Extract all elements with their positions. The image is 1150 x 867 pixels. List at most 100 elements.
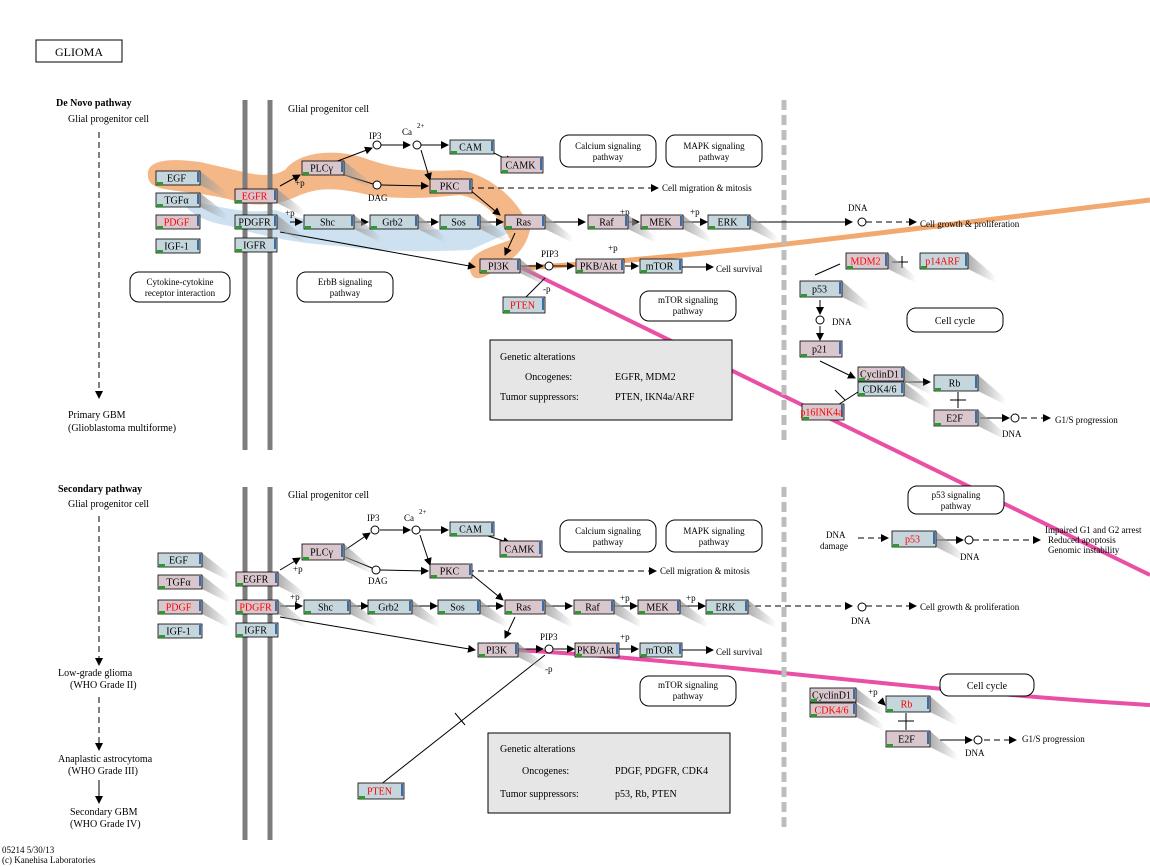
gene-denovo-mdm2[interactable]: MDM2 <box>845 252 916 283</box>
gene-denovo-pkc[interactable]: PKC <box>429 178 473 194</box>
gene-box[interactable] <box>155 170 201 186</box>
gene-box[interactable] <box>799 340 843 358</box>
gene-box[interactable] <box>575 258 625 274</box>
gene-box[interactable] <box>235 599 279 615</box>
mtor-pathway-box[interactable]: mTOR signaling pathway <box>639 290 737 322</box>
gene-box[interactable] <box>504 599 546 615</box>
gene-box[interactable] <box>157 599 203 615</box>
gene-box[interactable] <box>477 642 519 658</box>
gene-box[interactable] <box>809 687 857 703</box>
gene-denovo-cdk4-6[interactable]: CDK4/6 <box>857 381 932 410</box>
gene-box[interactable] <box>502 296 546 314</box>
gene-denovo-igfr[interactable]: IGFR <box>234 237 278 253</box>
gene-box[interactable] <box>157 623 203 639</box>
gene-box[interactable] <box>705 599 749 615</box>
cellcycle-pathway-box[interactable]: Cell cycle <box>906 307 1004 333</box>
gene-secondary-pdgfr[interactable]: PDGFR <box>235 599 306 628</box>
gene-denovo-pdgfr[interactable]: PDGFR <box>234 214 305 243</box>
gene-secondary-shc[interactable]: Shc <box>303 599 378 628</box>
gene-secondary-sos[interactable]: Sos <box>437 599 508 628</box>
gene-box[interactable] <box>637 599 681 615</box>
gene-box[interactable] <box>801 403 845 421</box>
gene-box[interactable] <box>369 214 419 230</box>
gene-denovo-sos[interactable]: Sos <box>439 214 508 243</box>
gene-box[interactable] <box>429 563 473 579</box>
gene-box[interactable] <box>234 237 278 253</box>
gene-denovo-p53[interactable]: p53 <box>799 280 870 311</box>
gene-box[interactable] <box>933 409 979 427</box>
gene-denovo-egf[interactable]: EGF <box>155 170 228 199</box>
gene-secondary-ras[interactable]: Ras <box>504 599 573 628</box>
gene-denovo-plc-[interactable]: PLCγ <box>301 160 372 189</box>
gene-box[interactable] <box>891 530 937 548</box>
calcium-pathway-box[interactable]: Calcium signaling pathway <box>559 134 657 168</box>
gene-denovo-tgf-[interactable]: TGFα <box>155 192 228 221</box>
gene-denovo-p16ink4a[interactable]: p16INK4a <box>800 403 845 421</box>
gene-box[interactable] <box>639 258 683 274</box>
gene-secondary-erk[interactable]: ERK <box>705 599 776 628</box>
gene-secondary-mtor[interactable]: mTOR <box>639 642 683 658</box>
gene-denovo-cyclind1[interactable]: CyclinD1 <box>857 366 932 395</box>
gene-box[interactable] <box>437 599 481 615</box>
gene-secondary-p53[interactable]: p53 <box>891 530 964 561</box>
gene-box[interactable] <box>845 252 889 270</box>
gene-denovo-mek[interactable]: MEK <box>640 214 711 243</box>
gene-box[interactable] <box>857 381 905 397</box>
secondary-calcium-box[interactable]: Calcium signaling pathway <box>559 519 657 553</box>
gene-denovo-pdgf[interactable]: PDGF <box>155 214 201 230</box>
gene-secondary-pi3k[interactable]: PI3K <box>477 642 546 671</box>
gene-box[interactable] <box>157 552 203 568</box>
gene-secondary-pkc[interactable]: PKC <box>429 563 473 579</box>
gene-secondary-mek[interactable]: MEK <box>637 599 708 628</box>
gene-denovo-pi3k[interactable]: PI3K <box>479 258 548 287</box>
secondary-mapk-box[interactable]: MAPK signaling pathway <box>665 519 763 553</box>
gene-box[interactable] <box>301 543 345 561</box>
gene-denovo-cam[interactable]: CAM <box>449 139 495 155</box>
gene-box[interactable] <box>234 214 278 230</box>
gene-secondary-camk[interactable]: CAMK <box>499 540 543 558</box>
gene-box[interactable] <box>235 622 279 638</box>
mapk-pathway-box[interactable]: MAPK signaling pathway <box>665 134 763 168</box>
gene-secondary-rb[interactable]: Rb <box>885 695 958 726</box>
gene-box[interactable] <box>504 214 546 230</box>
gene-denovo-rb[interactable]: Rb <box>933 374 1006 405</box>
gene-box[interactable] <box>301 160 345 176</box>
gene-secondary-e2f[interactable]: E2F <box>885 730 958 761</box>
gene-box[interactable] <box>933 374 979 392</box>
gene-secondary-cam[interactable]: CAM <box>449 521 495 537</box>
gene-box[interactable] <box>303 214 355 230</box>
gene-box[interactable] <box>809 702 857 718</box>
gene-denovo-e2f[interactable]: E2F <box>933 409 1006 440</box>
gene-box[interactable] <box>499 540 543 558</box>
gene-box[interactable] <box>885 695 931 713</box>
gene-secondary-egf[interactable]: EGF <box>157 552 230 581</box>
gene-secondary-raf[interactable]: Raf <box>573 599 642 628</box>
gene-box[interactable] <box>155 192 201 208</box>
gene-secondary-pten[interactable]: PTEN <box>357 782 405 800</box>
gene-secondary-cyclind1[interactable]: CyclinD1 <box>809 687 884 716</box>
gene-secondary-plc-[interactable]: PLCγ <box>301 543 372 574</box>
gene-denovo-shc[interactable]: Shc <box>303 214 382 243</box>
gene-box[interactable] <box>799 280 843 298</box>
gene-box[interactable] <box>367 599 413 615</box>
gene-denovo-grb2[interactable]: Grb2 <box>369 214 446 243</box>
gene-box[interactable] <box>574 642 620 658</box>
gene-secondary-grb2[interactable]: Grb2 <box>367 599 440 628</box>
gene-box[interactable] <box>919 252 969 270</box>
gene-box[interactable] <box>587 214 629 230</box>
gene-box[interactable] <box>479 258 521 274</box>
erbb-pathway-box[interactable]: ErbB signaling pathway <box>296 271 394 303</box>
gene-box[interactable] <box>155 214 201 230</box>
gene-box[interactable] <box>449 521 495 537</box>
gene-box[interactable] <box>857 366 905 382</box>
gene-box[interactable] <box>449 139 495 155</box>
gene-secondary-cdk4-6[interactable]: CDK4/6 <box>809 702 884 731</box>
gene-denovo-erk[interactable]: ERK <box>707 214 778 243</box>
gene-secondary-pkb-akt[interactable]: PKB/Akt <box>574 642 620 658</box>
gene-secondary-tgf-[interactable]: TGFα <box>157 574 230 603</box>
gene-denovo-igf-1[interactable]: IGF-1 <box>155 238 201 254</box>
gene-box[interactable] <box>429 178 473 194</box>
secondary-cellcycle-box[interactable]: Cell cycle <box>939 673 1035 697</box>
gene-box[interactable] <box>707 214 751 230</box>
secondary-mtor-box[interactable]: mTOR signaling pathway <box>639 675 737 707</box>
